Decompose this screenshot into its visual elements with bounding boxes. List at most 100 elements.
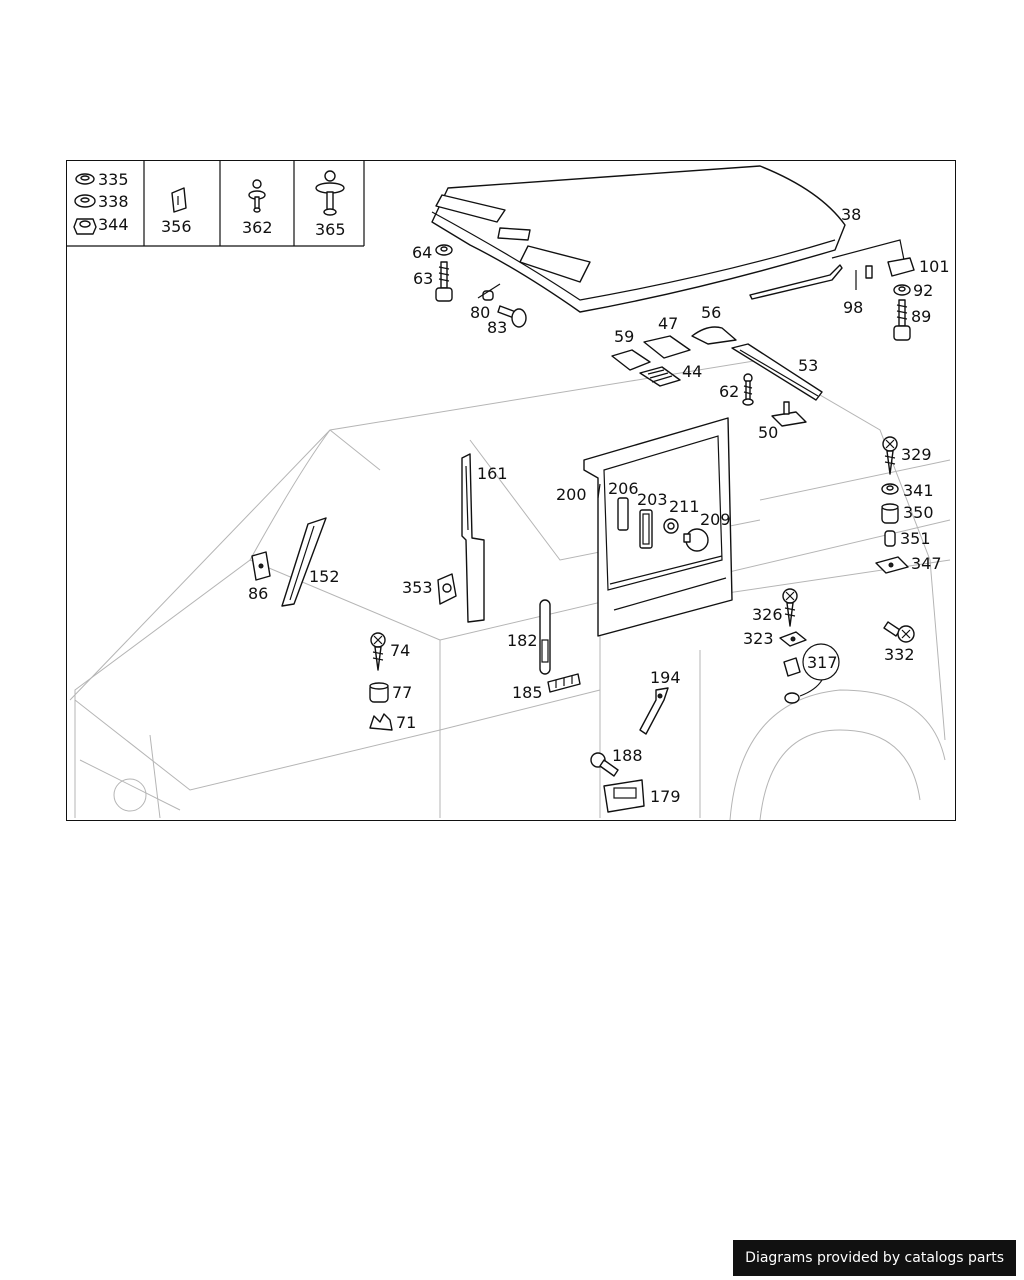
hook-353-icon — [437, 573, 457, 605]
callout-338: 338 — [98, 192, 129, 211]
callout-200: 200 — [556, 485, 587, 504]
vehicle-outline — [69, 359, 951, 821]
screw-188-icon — [590, 752, 619, 777]
washer-64-icon — [435, 244, 453, 256]
callout-64: 64 — [412, 243, 432, 262]
callout-182: 182 — [507, 631, 538, 650]
legend-box: 335 338 344 356 362 365 — [66, 160, 365, 247]
callout-59: 59 — [614, 327, 634, 346]
callout-44: 44 — [682, 362, 702, 381]
callout-71: 71 — [396, 713, 416, 732]
clip-347-icon — [875, 556, 909, 574]
screw-329-icon — [882, 436, 898, 475]
callout-101: 101 — [919, 257, 950, 276]
clip-101-icon — [887, 257, 915, 277]
callout-329: 329 — [901, 445, 932, 464]
callout-74: 74 — [390, 641, 410, 660]
sleeve-350-icon — [881, 503, 899, 524]
side-panel-200 — [583, 417, 733, 637]
pad-59-icon — [611, 349, 651, 371]
diagram-frame — [66, 160, 956, 821]
screw-83-icon — [497, 305, 527, 328]
cover-56-icon — [691, 326, 737, 345]
callout-206: 206 — [608, 479, 639, 498]
callout-77: 77 — [392, 683, 412, 702]
bushing-351-icon — [884, 530, 896, 547]
callout-56: 56 — [701, 303, 721, 322]
clip-71-icon — [369, 713, 393, 731]
callout-194: 194 — [650, 668, 681, 687]
callout-347: 347 — [911, 554, 942, 573]
rivet-62-icon — [742, 373, 754, 406]
pillar-trim-161 — [461, 453, 485, 623]
callout-152: 152 — [309, 567, 340, 586]
callout-179: 179 — [650, 787, 681, 806]
callout-344: 344 — [98, 215, 129, 234]
footer-credit-badge: Diagrams provided by catalogs parts — [733, 1240, 1016, 1276]
callout-63: 63 — [413, 269, 433, 288]
callout-89: 89 — [911, 307, 931, 326]
insert-203-icon — [639, 509, 653, 549]
knob-209-icon — [683, 528, 709, 552]
callout-332: 332 — [884, 645, 915, 664]
callout-350: 350 — [903, 503, 934, 522]
callout-188: 188 — [612, 746, 643, 765]
screw-63-icon — [435, 261, 453, 302]
callout-83: 83 — [487, 318, 507, 337]
grommet-211-icon — [663, 518, 679, 534]
strap-194-icon — [639, 687, 669, 735]
nut-344-icon — [73, 218, 97, 235]
bracket-86-icon — [251, 551, 271, 581]
callout-356: 356 — [161, 217, 192, 236]
callout-98: 98 — [843, 298, 863, 317]
callout-353: 353 — [402, 578, 433, 597]
callout-335: 335 — [98, 170, 129, 189]
callout-323: 323 — [743, 629, 774, 648]
screw-332-icon — [883, 621, 915, 643]
trim-53-icon — [731, 343, 823, 401]
callout-341: 341 — [903, 481, 934, 500]
callout-38: 38 — [841, 205, 861, 224]
callout-211: 211 — [669, 497, 700, 516]
callout-50: 50 — [758, 423, 778, 442]
callout-317: 317 — [807, 653, 838, 672]
pad-44-icon — [639, 366, 681, 387]
rivet-362-icon — [248, 179, 266, 213]
clip-356-icon — [171, 187, 187, 213]
bracket-179-icon — [603, 779, 645, 813]
callout-47: 47 — [658, 314, 678, 333]
callout-53: 53 — [798, 356, 818, 375]
insert-206-icon — [617, 497, 629, 531]
plug-80-icon — [482, 290, 494, 301]
callout-365: 365 — [315, 220, 346, 239]
cap-317-icon — [783, 643, 840, 704]
callout-161: 161 — [477, 464, 508, 483]
handle-182-icon — [539, 599, 551, 675]
callout-326: 326 — [752, 605, 783, 624]
roof-panel-38 — [431, 165, 846, 313]
washer-341-icon — [881, 483, 899, 495]
callout-351: 351 — [900, 529, 931, 548]
callout-80: 80 — [470, 303, 490, 322]
screw-89-icon — [893, 299, 911, 341]
callout-203: 203 — [637, 490, 668, 509]
rail-98 — [749, 239, 905, 300]
washer-335-icon — [75, 173, 95, 185]
callout-209: 209 — [700, 510, 731, 529]
pushpin-365-icon — [315, 170, 345, 216]
washer-92-icon — [893, 284, 911, 296]
screw-326-icon — [782, 588, 798, 627]
callout-86: 86 — [248, 584, 268, 603]
a-pillar-trim-152 — [281, 517, 327, 607]
callout-362: 362 — [242, 218, 273, 237]
callout-92: 92 — [913, 281, 933, 300]
callout-185: 185 — [512, 683, 543, 702]
clip-323-icon — [779, 631, 807, 647]
screw-74-icon — [370, 632, 386, 671]
pad-47-icon — [643, 335, 691, 359]
bracket-50-icon — [771, 401, 807, 427]
washer-338-icon — [74, 194, 96, 208]
spacer-77-icon — [369, 682, 389, 703]
latch-185-icon — [547, 673, 581, 693]
